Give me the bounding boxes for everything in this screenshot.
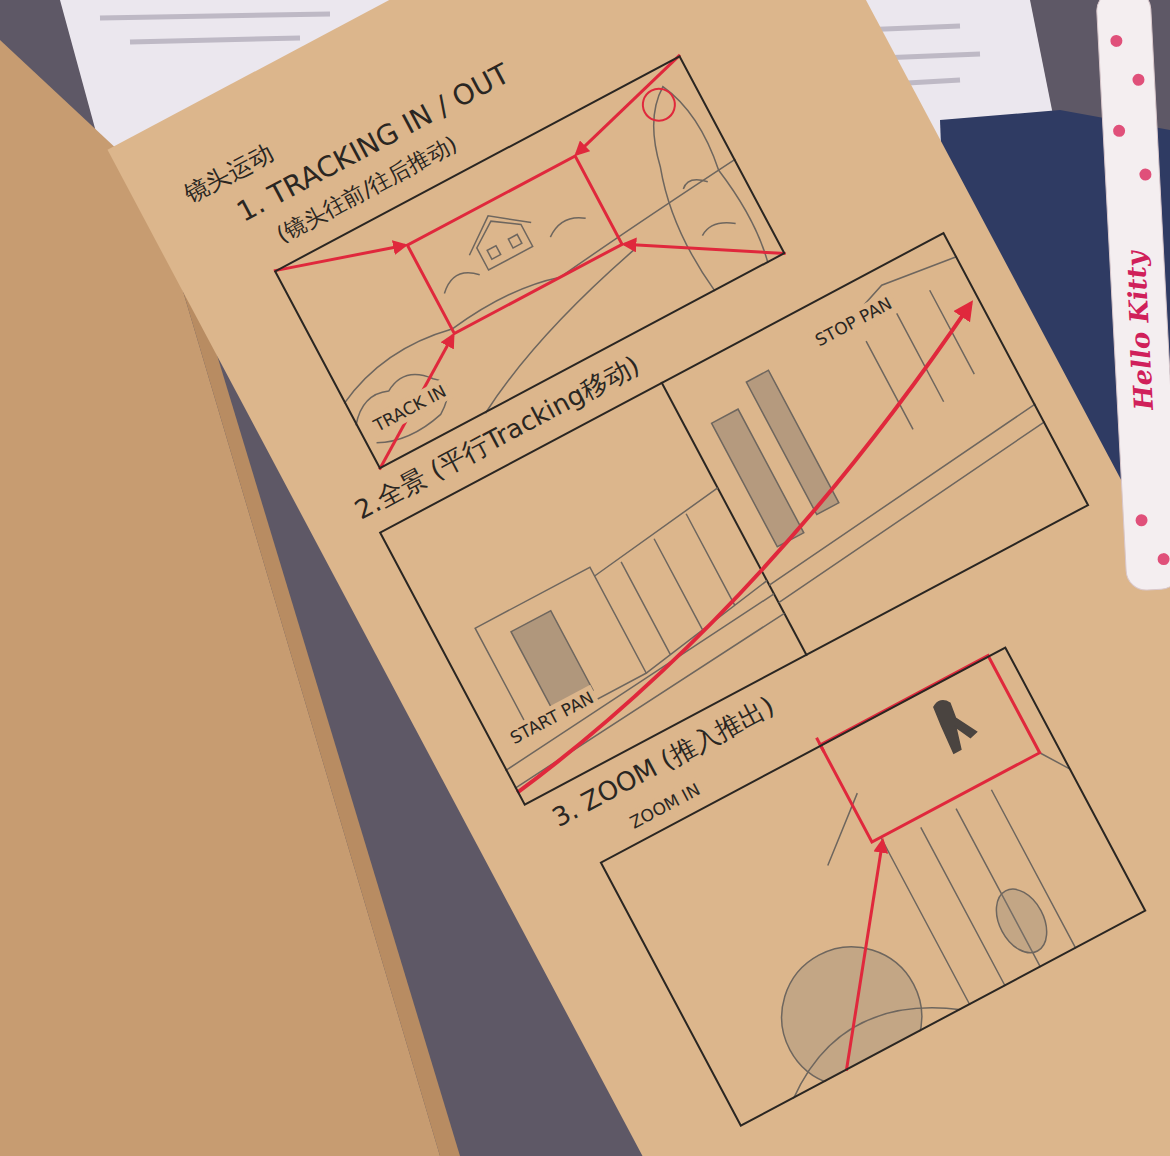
camera-note: STOP PAN bbox=[808, 291, 900, 354]
camera-note: START PAN bbox=[503, 685, 601, 751]
camera-note: TRACK IN bbox=[366, 378, 453, 439]
